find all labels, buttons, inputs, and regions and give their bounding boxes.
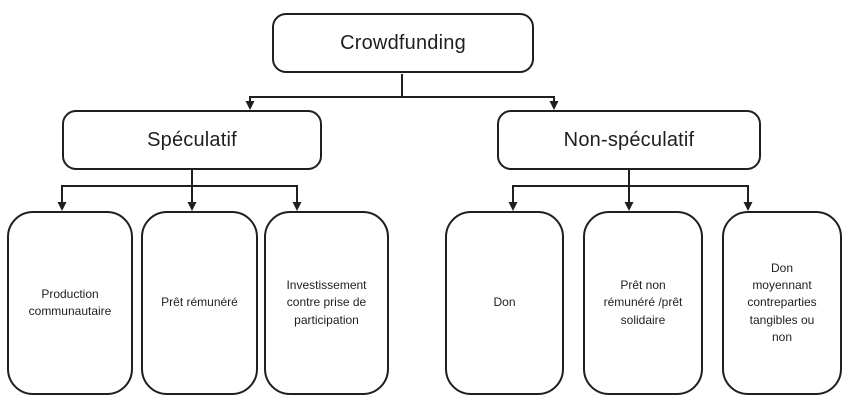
- node-don: Don: [445, 211, 564, 395]
- node-production-communautaire: Production communautaire: [7, 211, 133, 395]
- node-don-contreparties: Don moyennant contreparties tangibles ou…: [722, 211, 842, 395]
- node-pret-remunere: Prêt rémunéré: [141, 211, 258, 395]
- node-pret-non-remunere-solidaire: Prêt non rémunéré /prêt solidaire: [583, 211, 703, 395]
- node-speculatif: Spéculatif: [62, 110, 322, 170]
- node-non-speculatif: Non-spéculatif: [497, 110, 761, 170]
- node-crowdfunding: Crowdfunding: [272, 13, 534, 73]
- node-investissement-prise-participation: Investissement contre prise de participa…: [264, 211, 389, 395]
